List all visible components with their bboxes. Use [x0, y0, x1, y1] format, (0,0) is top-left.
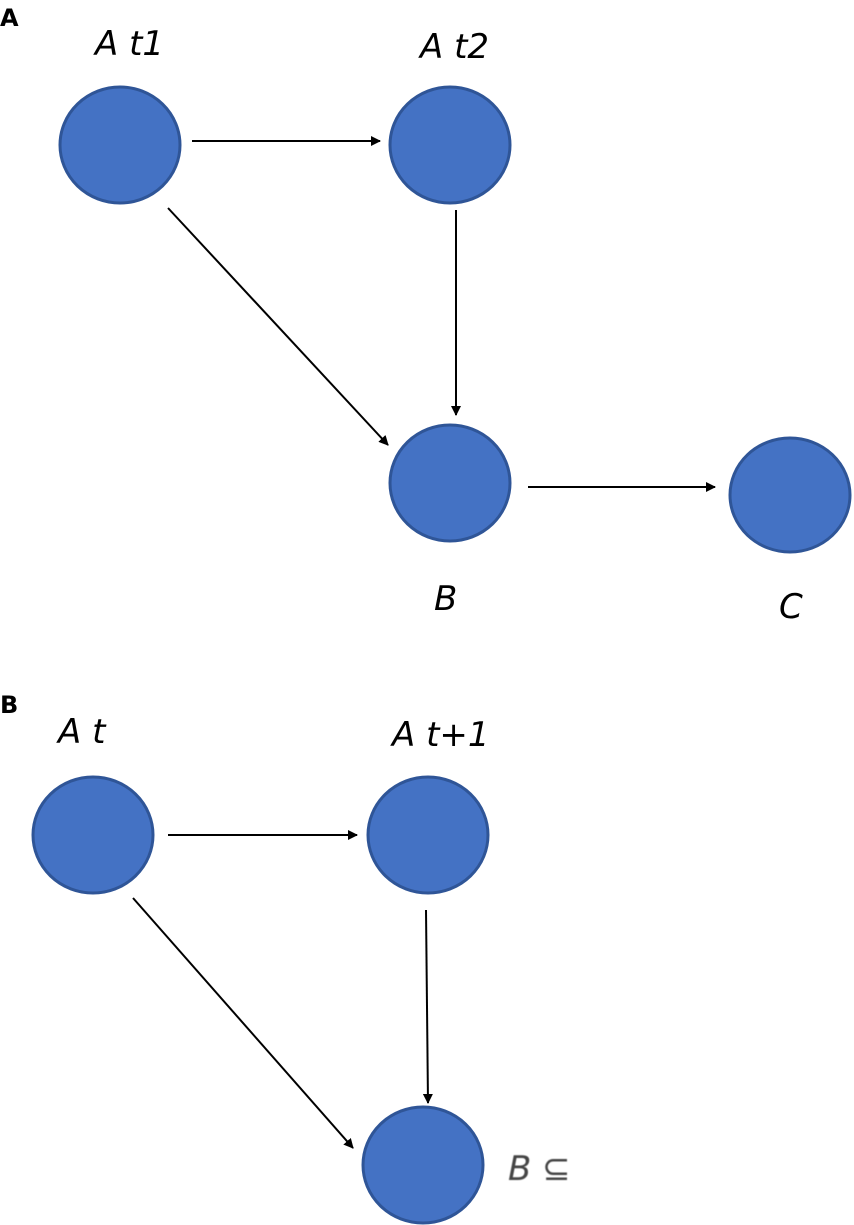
node-a-t-plus-1 [366, 775, 490, 895]
node-a-t2 [388, 85, 512, 205]
label-a-t2: A t2 [420, 27, 490, 67]
label-c: C [779, 587, 803, 627]
node-c [728, 436, 852, 554]
label-b: B [434, 579, 458, 619]
label-b-subset: B ⊆ [508, 1149, 571, 1189]
label-a-t: A t [58, 712, 106, 752]
node-a-t1 [58, 85, 182, 205]
node-a-t [31, 775, 155, 895]
node-b [388, 423, 512, 543]
panel-a-label: A [0, 4, 19, 32]
edge-at1-b [167, 207, 389, 446]
edge-at1-b2 [422, 909, 433, 1104]
node-b-subset [361, 1105, 485, 1225]
panel-b-label: B [0, 691, 19, 719]
label-a-t-plus-1: A t+1 [392, 715, 490, 755]
label-a-t1: A t1 [95, 24, 165, 64]
edge-at-b [132, 897, 354, 1149]
